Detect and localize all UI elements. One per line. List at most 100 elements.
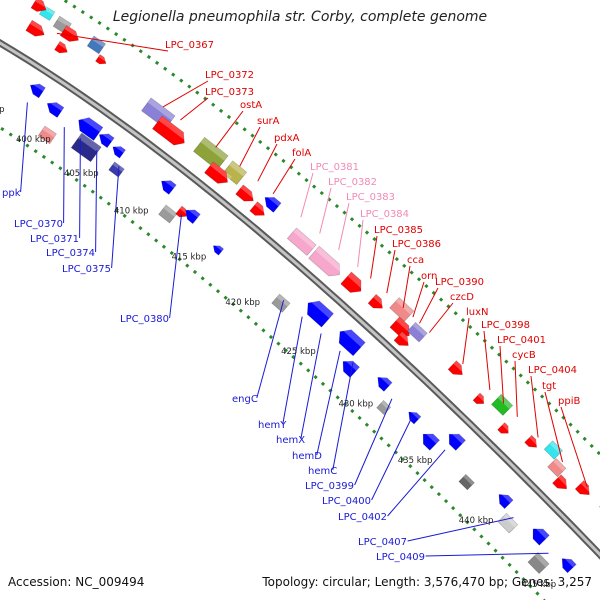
- kbp-tick-label: 400 kbp: [16, 135, 51, 145]
- cds-feature: [498, 423, 512, 437]
- cds-feature: [374, 373, 392, 391]
- gene-label-inner: LPC_0380: [120, 314, 169, 325]
- cds-feature: [448, 361, 466, 379]
- leader-line: [333, 363, 353, 471]
- gene-label-inner: hemC: [308, 466, 337, 477]
- gene-label-inner: LPC_0370: [14, 219, 63, 230]
- topology-text: Topology: circular; Length: 3,576,470 bp…: [262, 575, 592, 589]
- cds-feature: [390, 298, 414, 322]
- leader-line: [170, 215, 182, 318]
- gene-label-outer: LPC_0383: [346, 192, 395, 203]
- cds-feature: [27, 80, 45, 98]
- kbp-tick-label: 410 kbp: [114, 206, 149, 216]
- leader-line: [387, 250, 395, 293]
- leader-line: [283, 317, 302, 424]
- gene-label-outer: tgt: [542, 381, 556, 392]
- leader-line: [413, 282, 424, 317]
- cds-feature: [341, 272, 367, 297]
- cds-feature: [158, 176, 176, 194]
- kbp-tick-label: 415 kbp: [172, 252, 207, 262]
- gene-label-outer: pdxA: [274, 133, 300, 144]
- leader-line: [463, 318, 469, 364]
- cds-feature: [473, 393, 487, 407]
- cds-feature: [96, 55, 109, 67]
- cds-feature: [55, 41, 71, 56]
- gene-label-outer: surA: [257, 116, 280, 127]
- cds-feature: [74, 114, 103, 141]
- leader-line: [180, 98, 208, 120]
- gene-label-inner: engC: [232, 394, 258, 405]
- leader-line: [403, 266, 410, 308]
- cds-feature: [109, 162, 125, 177]
- leader-line: [426, 553, 549, 556]
- gene-label-outer: cycB: [512, 350, 536, 361]
- gene-label-outer: LPC_0386: [392, 239, 441, 250]
- cds-feature: [211, 243, 224, 256]
- kbp-tick-label: 440 kbp: [459, 516, 494, 526]
- cds-feature: [528, 552, 549, 573]
- kbp-tick-label: 395 kbp: [0, 105, 5, 115]
- gene-label-inner: LPC_0374: [46, 248, 95, 259]
- leader-line: [355, 399, 392, 485]
- cds-feature: [368, 294, 386, 312]
- gene-label-outer: LPC_0401: [497, 335, 546, 346]
- cds-feature: [418, 429, 439, 450]
- gene-label-inner: LPC_0371: [30, 234, 79, 245]
- cds-feature: [159, 205, 177, 223]
- gene-label-outer: luxN: [466, 307, 489, 318]
- kbp-tick-label: 405 kbp: [64, 169, 99, 179]
- cds-feature: [495, 490, 513, 508]
- cds-feature: [528, 524, 549, 545]
- gene-label-outer: LPC_0381: [310, 162, 359, 173]
- leader-line: [531, 376, 538, 438]
- gene-label-outer: cca: [407, 255, 424, 266]
- leader-line: [484, 331, 490, 390]
- cds-feature: [525, 435, 541, 451]
- cds-feature: [491, 394, 512, 415]
- cds-feature: [334, 325, 365, 356]
- leader-line: [371, 236, 377, 279]
- cds-feature: [250, 202, 268, 220]
- leader-line: [429, 303, 453, 333]
- gene-label-inner: LPC_0407: [358, 537, 407, 548]
- gene-label-outer: ppiB: [558, 396, 580, 407]
- kbp-tick-label: 430 kbp: [338, 400, 373, 410]
- accession-text: Accession: NC_009494: [8, 575, 144, 589]
- cds-feature: [407, 322, 427, 342]
- leader-line: [112, 166, 119, 268]
- gene-label-outer: LPC_0398: [481, 320, 530, 331]
- gene-label-outer: LPC_0384: [360, 209, 409, 220]
- cds-feature: [405, 408, 421, 424]
- leader-line: [257, 300, 284, 398]
- gene-label-outer: ostA: [240, 100, 262, 111]
- map-title: Legionella pneumophila str. Corby, compl…: [0, 9, 600, 25]
- gene-label-outer: LPC_0390: [435, 277, 484, 288]
- gene-label-outer: LPC_0367: [165, 40, 214, 51]
- gene-label-inner: LPC_0400: [322, 496, 371, 507]
- cds-feature: [498, 513, 518, 533]
- gene-label-inner: LPC_0402: [338, 512, 387, 523]
- leader-line: [57, 33, 168, 51]
- cds-feature: [444, 429, 465, 450]
- cds-feature: [548, 458, 566, 476]
- cds-feature: [236, 185, 258, 206]
- gene-label-inner: LPC_0399: [305, 481, 354, 492]
- kbp-tick-label: 425 kbp: [281, 347, 316, 357]
- gene-label-outer: LPC_0404: [528, 365, 577, 376]
- gene-label-inner: LPC_0409: [376, 552, 425, 563]
- gene-label-inner: ppk: [2, 188, 21, 199]
- leader-line: [561, 407, 587, 487]
- cds-feature: [459, 474, 475, 490]
- leader-line: [96, 150, 97, 252]
- gene-label-inner: hemX: [276, 435, 305, 446]
- cds-feature: [204, 162, 231, 188]
- gene-label-outer: LPC_0373: [205, 87, 254, 98]
- leader-line: [515, 361, 517, 417]
- gene-label-inner: hemY: [258, 420, 287, 431]
- leader-line: [420, 288, 439, 323]
- gene-label-outer: LPC_0385: [374, 225, 423, 236]
- leader-line: [273, 159, 295, 194]
